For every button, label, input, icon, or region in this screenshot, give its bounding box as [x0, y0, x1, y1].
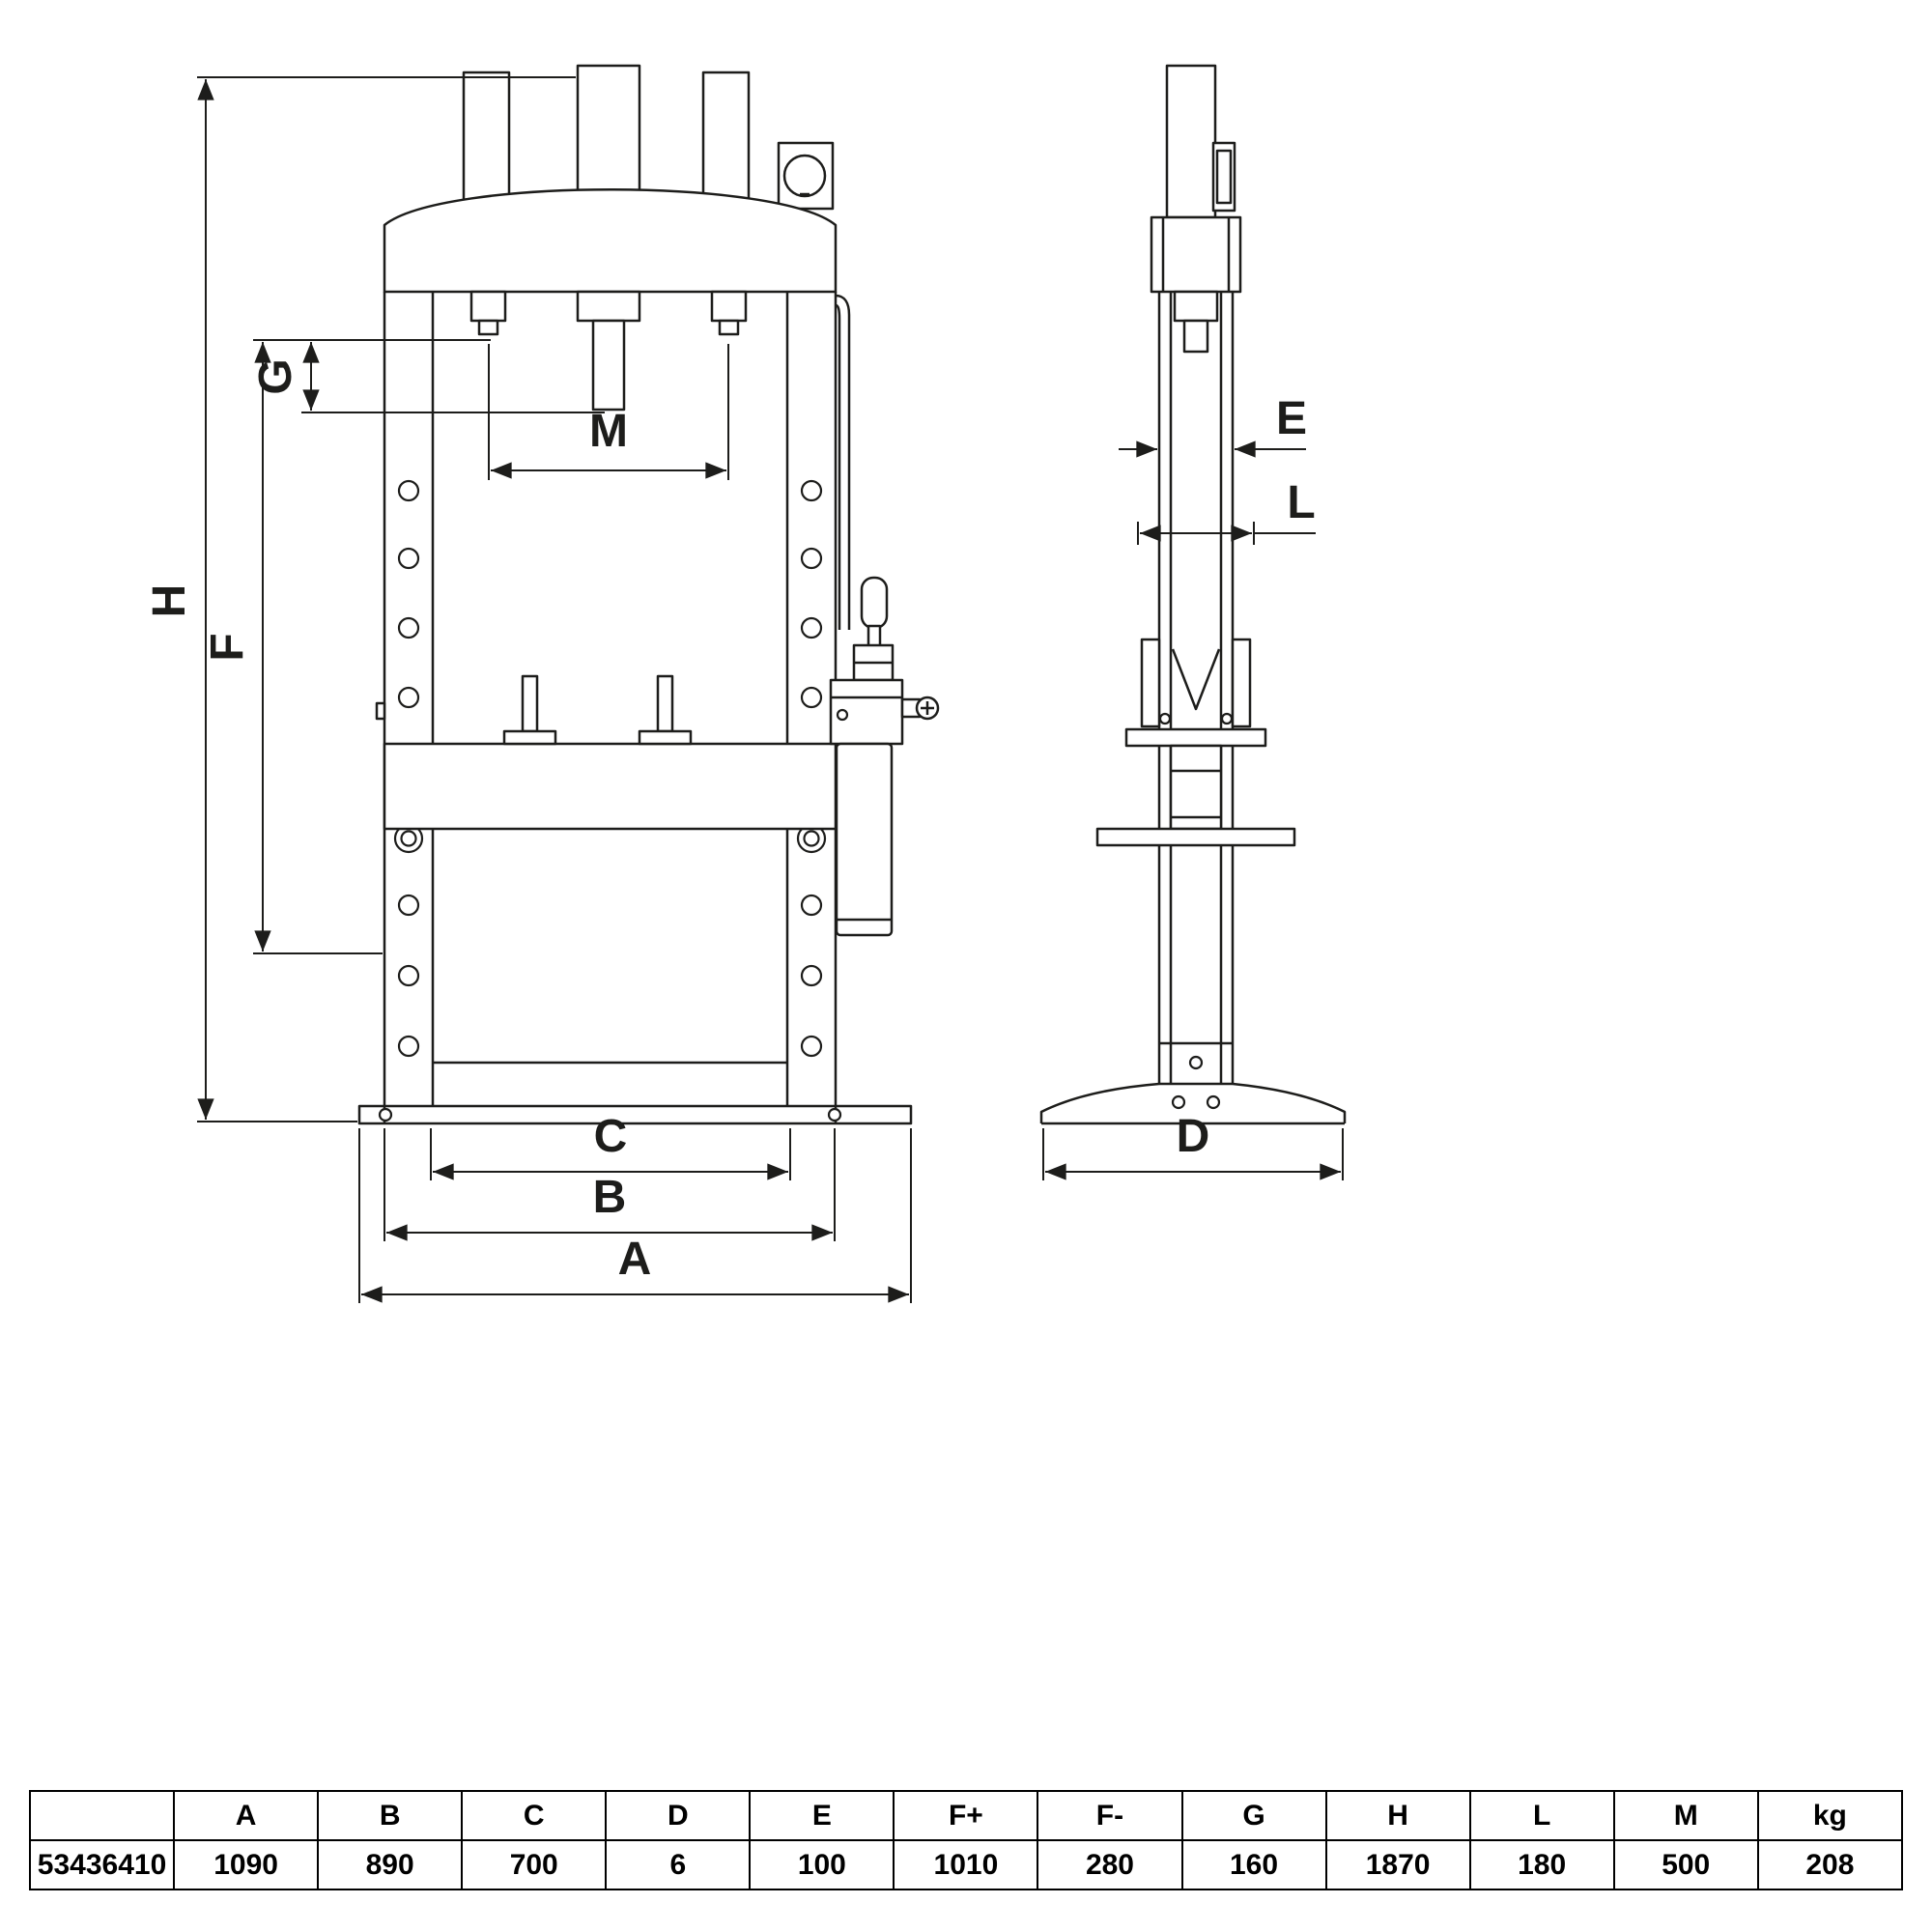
dim-label-d: D — [1177, 1111, 1210, 1162]
ram-rod — [591, 319, 626, 412]
side-cylinder — [1165, 64, 1217, 219]
front-view-dimensions: H F G M C B A — [144, 76, 912, 1303]
oil-reservoir — [835, 742, 894, 937]
spec-header-id — [28, 1790, 176, 1841]
dim-label-b: B — [593, 1172, 627, 1223]
hydraulic-hose — [835, 294, 851, 630]
spec-header-E: E — [749, 1790, 895, 1841]
front-view: H F G M C B A — [144, 64, 940, 1303]
dim-label-l: L — [1287, 477, 1315, 528]
spec-cell-value: 100 — [749, 1839, 895, 1890]
side-bracket-right — [1231, 638, 1252, 728]
side-base-foot — [1039, 1082, 1347, 1125]
spec-header-L: L — [1468, 1790, 1615, 1841]
work-table — [383, 742, 838, 831]
base-bolt-right — [827, 1107, 842, 1122]
top-cylinder-left — [462, 71, 511, 205]
dim-label-e: E — [1276, 393, 1307, 444]
spec-header-D: D — [605, 1790, 752, 1841]
main-ram-cylinder — [576, 64, 641, 208]
side-table-lower-plate — [1095, 827, 1296, 847]
spec-cell-value: 890 — [317, 1839, 464, 1890]
side-table-upper-plate — [1124, 727, 1267, 748]
spec-header-M: M — [1612, 1790, 1759, 1841]
v-block — [1171, 648, 1221, 711]
spec-cell-value: 280 — [1037, 1839, 1183, 1890]
left-column-tab — [375, 701, 386, 721]
side-ram — [1173, 290, 1219, 323]
spec-header-F+: F+ — [893, 1790, 1039, 1841]
spec-cell-value: 1870 — [1324, 1839, 1471, 1890]
spec-cell-value: 6 — [605, 1839, 752, 1890]
dim-label-c: C — [594, 1111, 628, 1162]
spec-cell-value: 1010 — [893, 1839, 1039, 1890]
dim-label-f: F — [202, 633, 253, 661]
spec-cell-article-number: 53436410 — [28, 1839, 176, 1890]
spec-header-F-: F- — [1037, 1790, 1183, 1841]
spec-cell-value: 180 — [1468, 1839, 1615, 1890]
spec-cell-value: 1090 — [173, 1839, 320, 1890]
dim-label-h: H — [144, 584, 195, 618]
spec-header-H: H — [1324, 1790, 1471, 1841]
pump-handle-grip — [860, 576, 889, 630]
press-head-beam — [383, 188, 838, 294]
base-plate — [357, 1104, 913, 1125]
right-column-holes — [796, 479, 827, 1058]
spec-cell-value: 700 — [461, 1839, 608, 1890]
dim-label-a: A — [618, 1234, 652, 1285]
spec-header-kg: kg — [1756, 1790, 1904, 1841]
dim-label-m: M — [589, 406, 628, 457]
side-view: E L D — [1039, 64, 1347, 1180]
spec-cell-value: 208 — [1756, 1839, 1904, 1890]
pressure-gauge-icon — [782, 154, 827, 198]
spec-header-G: G — [1180, 1790, 1327, 1841]
top-cylinder-right — [701, 71, 751, 205]
spec-cell-value: 160 — [1180, 1839, 1327, 1890]
press-ram-assembly — [469, 290, 748, 412]
spec-header-B: B — [317, 1790, 464, 1841]
spec-cell-value: 500 — [1612, 1839, 1759, 1890]
side-bracket-left — [1140, 638, 1161, 728]
hand-pump-unit — [829, 576, 940, 937]
table-posts — [502, 674, 693, 746]
dim-label-g: G — [250, 358, 301, 394]
side-view-dimensions: E L D — [1042, 393, 1344, 1180]
spec-header-A: A — [173, 1790, 320, 1841]
spec-header-C: C — [461, 1790, 608, 1841]
left-column-holes — [393, 479, 424, 1058]
base-bolt-left — [378, 1107, 393, 1122]
side-head-beam — [1150, 215, 1242, 294]
